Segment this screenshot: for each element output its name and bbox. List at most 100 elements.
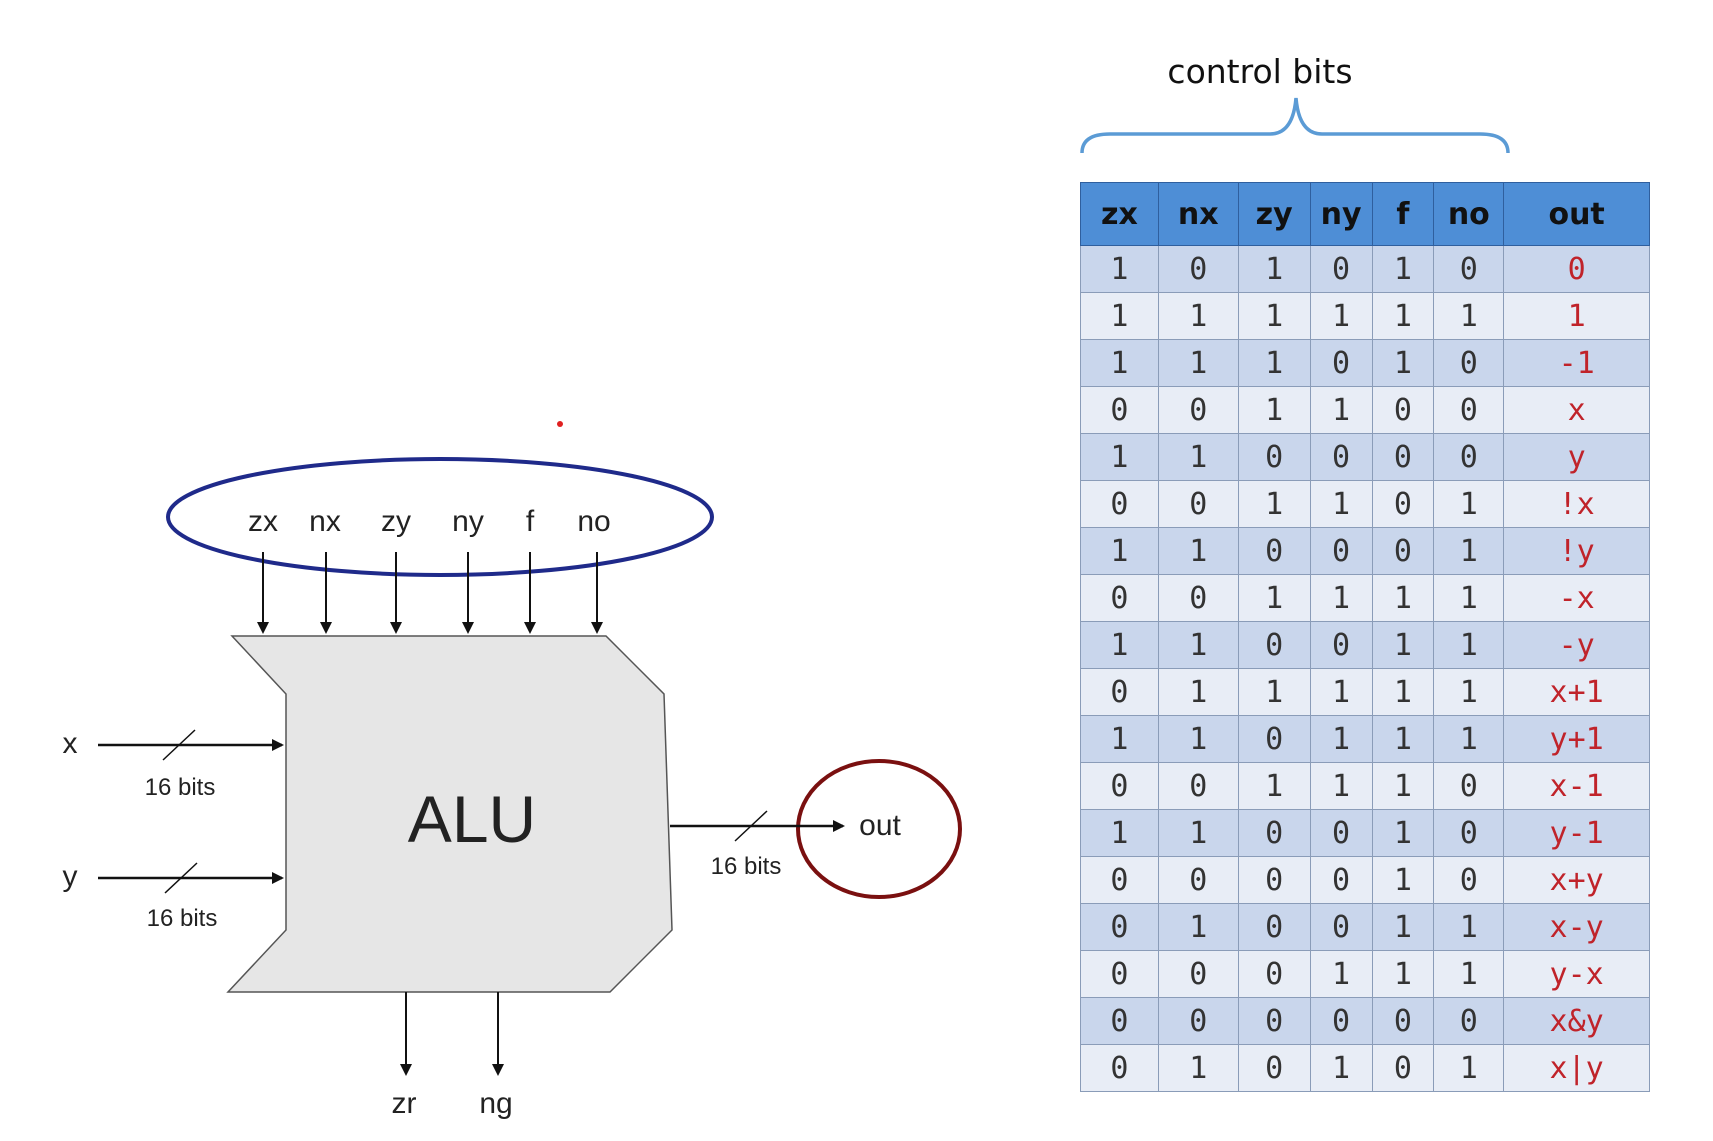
column-header: zy xyxy=(1237,182,1311,246)
control-bit-cell: 1 xyxy=(1433,527,1505,575)
control-bit-cell: 1 xyxy=(1371,574,1435,622)
control-bit-cell: 1 xyxy=(1371,668,1435,716)
input-label-x: x xyxy=(63,727,78,760)
control-bit-cell: 0 xyxy=(1433,762,1505,810)
control-bit-cell: 0 xyxy=(1309,856,1373,904)
control-bit-cell: 0 xyxy=(1309,903,1373,951)
control-bit-cell: 1 xyxy=(1371,292,1435,340)
control-bit-cell: 0 xyxy=(1157,574,1239,622)
control-bit-cell: 0 xyxy=(1237,621,1311,669)
control-bit-cell: 0 xyxy=(1080,1044,1159,1092)
control-bit-cell: 0 xyxy=(1080,386,1159,434)
control-bit-cell: 1 xyxy=(1237,668,1311,716)
control-bit-cell: 1 xyxy=(1157,527,1239,575)
control-bit-cell: 1 xyxy=(1371,950,1435,998)
control-bit-cell: 1 xyxy=(1237,339,1311,387)
column-header: nx xyxy=(1157,182,1239,246)
alu-chip-body xyxy=(226,635,673,993)
control-bit-cell: 1 xyxy=(1371,339,1435,387)
control-bit-cell: 0 xyxy=(1157,856,1239,904)
control-bit-cell: 1 xyxy=(1157,715,1239,763)
output-label-out: out xyxy=(859,809,901,842)
control-bit-cell: 0 xyxy=(1237,715,1311,763)
output-circle xyxy=(796,759,962,899)
control-bit-cell: 1 xyxy=(1237,762,1311,810)
bus-width-label-y: 16 bits xyxy=(147,905,218,932)
control-bit-cell: 1 xyxy=(1371,809,1435,857)
control-bit-cell: 1 xyxy=(1309,715,1373,763)
control-bit-cell: 1 xyxy=(1237,480,1311,528)
control-bit-cell: 1 xyxy=(1309,292,1373,340)
control-bit-cell: 1 xyxy=(1157,903,1239,951)
control-bit-cell: 1 xyxy=(1371,762,1435,810)
control-bit-cell: 0 xyxy=(1080,668,1159,716)
control-bit-cell: 1 xyxy=(1309,1044,1373,1092)
control-bit-cell: 1 xyxy=(1371,856,1435,904)
control-bit-cell: 0 xyxy=(1371,997,1435,1045)
column-header: f xyxy=(1371,182,1435,246)
control-bit-cell: 1 xyxy=(1080,245,1159,293)
control-bit-cell: 0 xyxy=(1309,997,1373,1045)
control-label-ny: ny xyxy=(452,505,484,538)
control-bit-cell: 1 xyxy=(1157,668,1239,716)
control-bit-cell: 0 xyxy=(1237,1044,1311,1092)
control-bit-cell: 1 xyxy=(1080,527,1159,575)
control-bits-ellipse xyxy=(166,457,714,577)
control-bit-cell: 1 xyxy=(1371,715,1435,763)
control-bit-cell: 0 xyxy=(1080,480,1159,528)
out-cell: x+1 xyxy=(1503,668,1650,716)
control-bit-cell: 0 xyxy=(1433,386,1505,434)
control-bit-cell: 1 xyxy=(1433,480,1505,528)
control-bit-cell: 1 xyxy=(1237,386,1311,434)
control-bit-cell: 1 xyxy=(1433,903,1505,951)
control-bit-cell: 0 xyxy=(1309,621,1373,669)
control-bit-cell: 1 xyxy=(1309,386,1373,434)
control-bit-cell: 1 xyxy=(1080,621,1159,669)
out-cell: x&y xyxy=(1503,997,1650,1045)
control-bit-cell: 0 xyxy=(1237,856,1311,904)
status-label-ng: ng xyxy=(479,1087,512,1120)
marker-dot xyxy=(557,421,563,427)
control-bit-cell: 0 xyxy=(1371,480,1435,528)
control-bit-cell: 1 xyxy=(1309,950,1373,998)
control-bit-cell: 0 xyxy=(1371,1044,1435,1092)
control-bit-cell: 0 xyxy=(1237,997,1311,1045)
control-label-f: f xyxy=(526,505,535,538)
control-bit-cell: 0 xyxy=(1157,997,1239,1045)
control-bit-cell: 0 xyxy=(1157,950,1239,998)
control-bit-cell: 1 xyxy=(1309,762,1373,810)
control-bit-cell: 1 xyxy=(1237,292,1311,340)
control-bit-cell: 1 xyxy=(1371,621,1435,669)
column-header: zx xyxy=(1080,182,1159,246)
bus-slash-out xyxy=(734,810,768,842)
control-bit-cell: 1 xyxy=(1433,621,1505,669)
control-bit-cell: 0 xyxy=(1237,950,1311,998)
bus-width-label-x: 16 bits xyxy=(145,774,216,801)
control-bit-cell: 0 xyxy=(1157,480,1239,528)
out-cell: y-1 xyxy=(1503,809,1650,857)
alu-chip-label: ALU xyxy=(408,782,536,856)
bus-slash-x xyxy=(162,729,196,761)
control-bit-cell: 0 xyxy=(1157,245,1239,293)
control-bit-cell: 1 xyxy=(1080,715,1159,763)
control-bits-brace xyxy=(1080,97,1510,154)
out-cell: -y xyxy=(1503,621,1650,669)
out-cell: 0 xyxy=(1503,245,1650,293)
control-bit-cell: 1 xyxy=(1237,574,1311,622)
column-header: ny xyxy=(1309,182,1373,246)
out-cell: -1 xyxy=(1503,339,1650,387)
control-bit-cell: 1 xyxy=(1433,292,1505,340)
control-bit-cell: 0 xyxy=(1433,856,1505,904)
